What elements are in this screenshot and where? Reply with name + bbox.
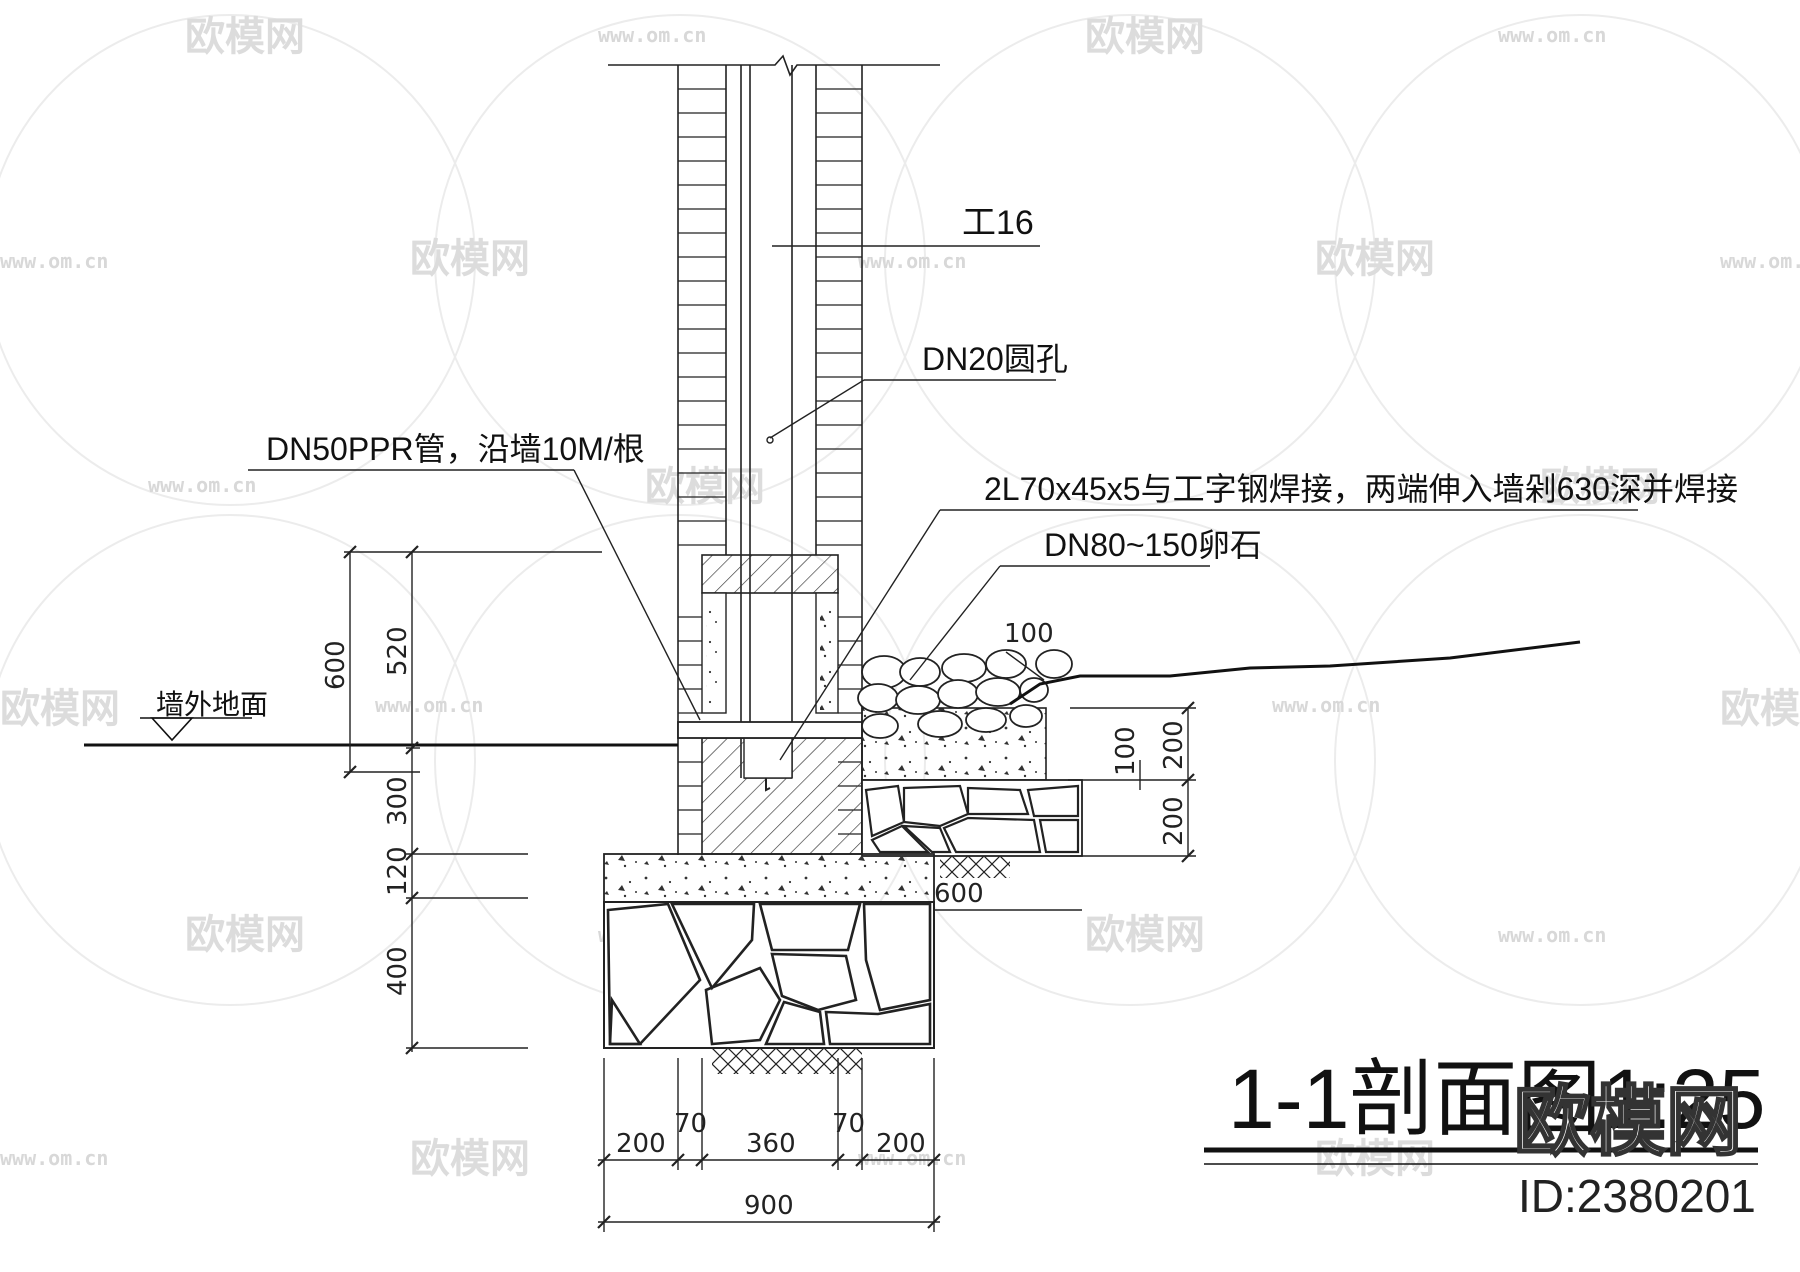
stamp-id: ID:2380201 (1518, 1170, 1756, 1222)
dim-120: 120 (383, 846, 413, 896)
watermark-brand: 欧模网 (0, 686, 120, 732)
dim-520: 520 (383, 626, 413, 676)
watermark-url: www.om.cn (0, 249, 108, 273)
label-round-hole: DN20圆孔 (922, 341, 1068, 377)
dim-total-900: 900 (744, 1191, 794, 1221)
wall-base (701, 554, 863, 855)
dimension-lines (344, 551, 1196, 1232)
angle-steel-plate (677, 721, 863, 739)
watermark-url: www.om.cn (1272, 693, 1380, 717)
watermark-url: www.om.cn (1720, 249, 1800, 273)
dim-bottom-70-right: 70 (832, 1109, 865, 1139)
label-i-beam: 工16 (962, 204, 1034, 242)
section-scale: 1:25 (1602, 1052, 1766, 1146)
watermark-url: www.om.cn (598, 23, 706, 47)
label-ground: 墙外地面 (156, 689, 268, 720)
dim-stone-200: 200 (1159, 796, 1189, 846)
watermarks: 欧模网 欧模网 欧模网 欧模网 欧模网 欧模网 欧模网 欧模网 欧模网 欧模网 … (0, 14, 1800, 1182)
right-bed (857, 640, 1581, 878)
dimension-ticks (343, 545, 1195, 1229)
watermark-brand: 欧模网 (410, 236, 530, 282)
watermark-brand: 欧模网 (645, 464, 765, 510)
watermark-url: www.om.cn (148, 473, 256, 497)
dim-400: 400 (383, 946, 413, 996)
hole-marker (766, 436, 774, 444)
dim-bottom-360: 360 (746, 1129, 796, 1159)
label-pebbles: DN80~150卵石 (1044, 527, 1262, 563)
dim-pebble-100: 100 (1004, 619, 1054, 649)
watermark-brand: 欧模网 (1315, 236, 1435, 282)
dim-bottom-200-right: 200 (876, 1129, 926, 1159)
watermark-url: www.om.cn (375, 693, 483, 717)
section-title: 1-1剖面图 (1228, 1052, 1601, 1146)
watermark-brand: 欧模网 (410, 1136, 530, 1182)
watermark-brand: 欧模网 (1315, 1136, 1435, 1182)
watermark-brand: 欧模网 (185, 14, 305, 60)
watermark-url: www.om.cn (0, 1146, 108, 1170)
stamp-brand: 欧模网 (1514, 1077, 1742, 1166)
watermark-brand: 欧模网 (1085, 14, 1205, 60)
main-footing (603, 853, 935, 1074)
watermark-url: www.om.cn (858, 1146, 966, 1170)
label-ppr-pipe: DN50PPR管，沿墙10M/根 (266, 431, 645, 467)
ground-marker (150, 717, 194, 742)
dim-bed-200: 200 (1159, 720, 1189, 770)
dim-bottom-70-left: 70 (674, 1109, 707, 1139)
dim-300: 300 (383, 776, 413, 826)
dim-600: 600 (321, 640, 351, 690)
watermark-brand: 欧模网 (185, 912, 305, 958)
label-angle-steel: 2L70x45x5与工字钢焊接，两端伸入墙剁630深并焊接 (984, 471, 1738, 507)
watermark-brand: 欧模网 (1540, 464, 1660, 510)
dim-bottom-200-left: 200 (616, 1129, 666, 1159)
watermark-brand: 欧模网 (1085, 912, 1205, 958)
leader-lines (248, 245, 1638, 761)
dim-footing-step: 600 (934, 879, 984, 909)
dim-bed-100: 100 (1111, 726, 1141, 776)
watermark-url: www.om.cn (1498, 923, 1606, 947)
watermark-url: www.om.cn (858, 249, 966, 273)
watermark-url: www.om.cn (1498, 23, 1606, 47)
watermark-brand: 欧模网 (1720, 686, 1800, 732)
